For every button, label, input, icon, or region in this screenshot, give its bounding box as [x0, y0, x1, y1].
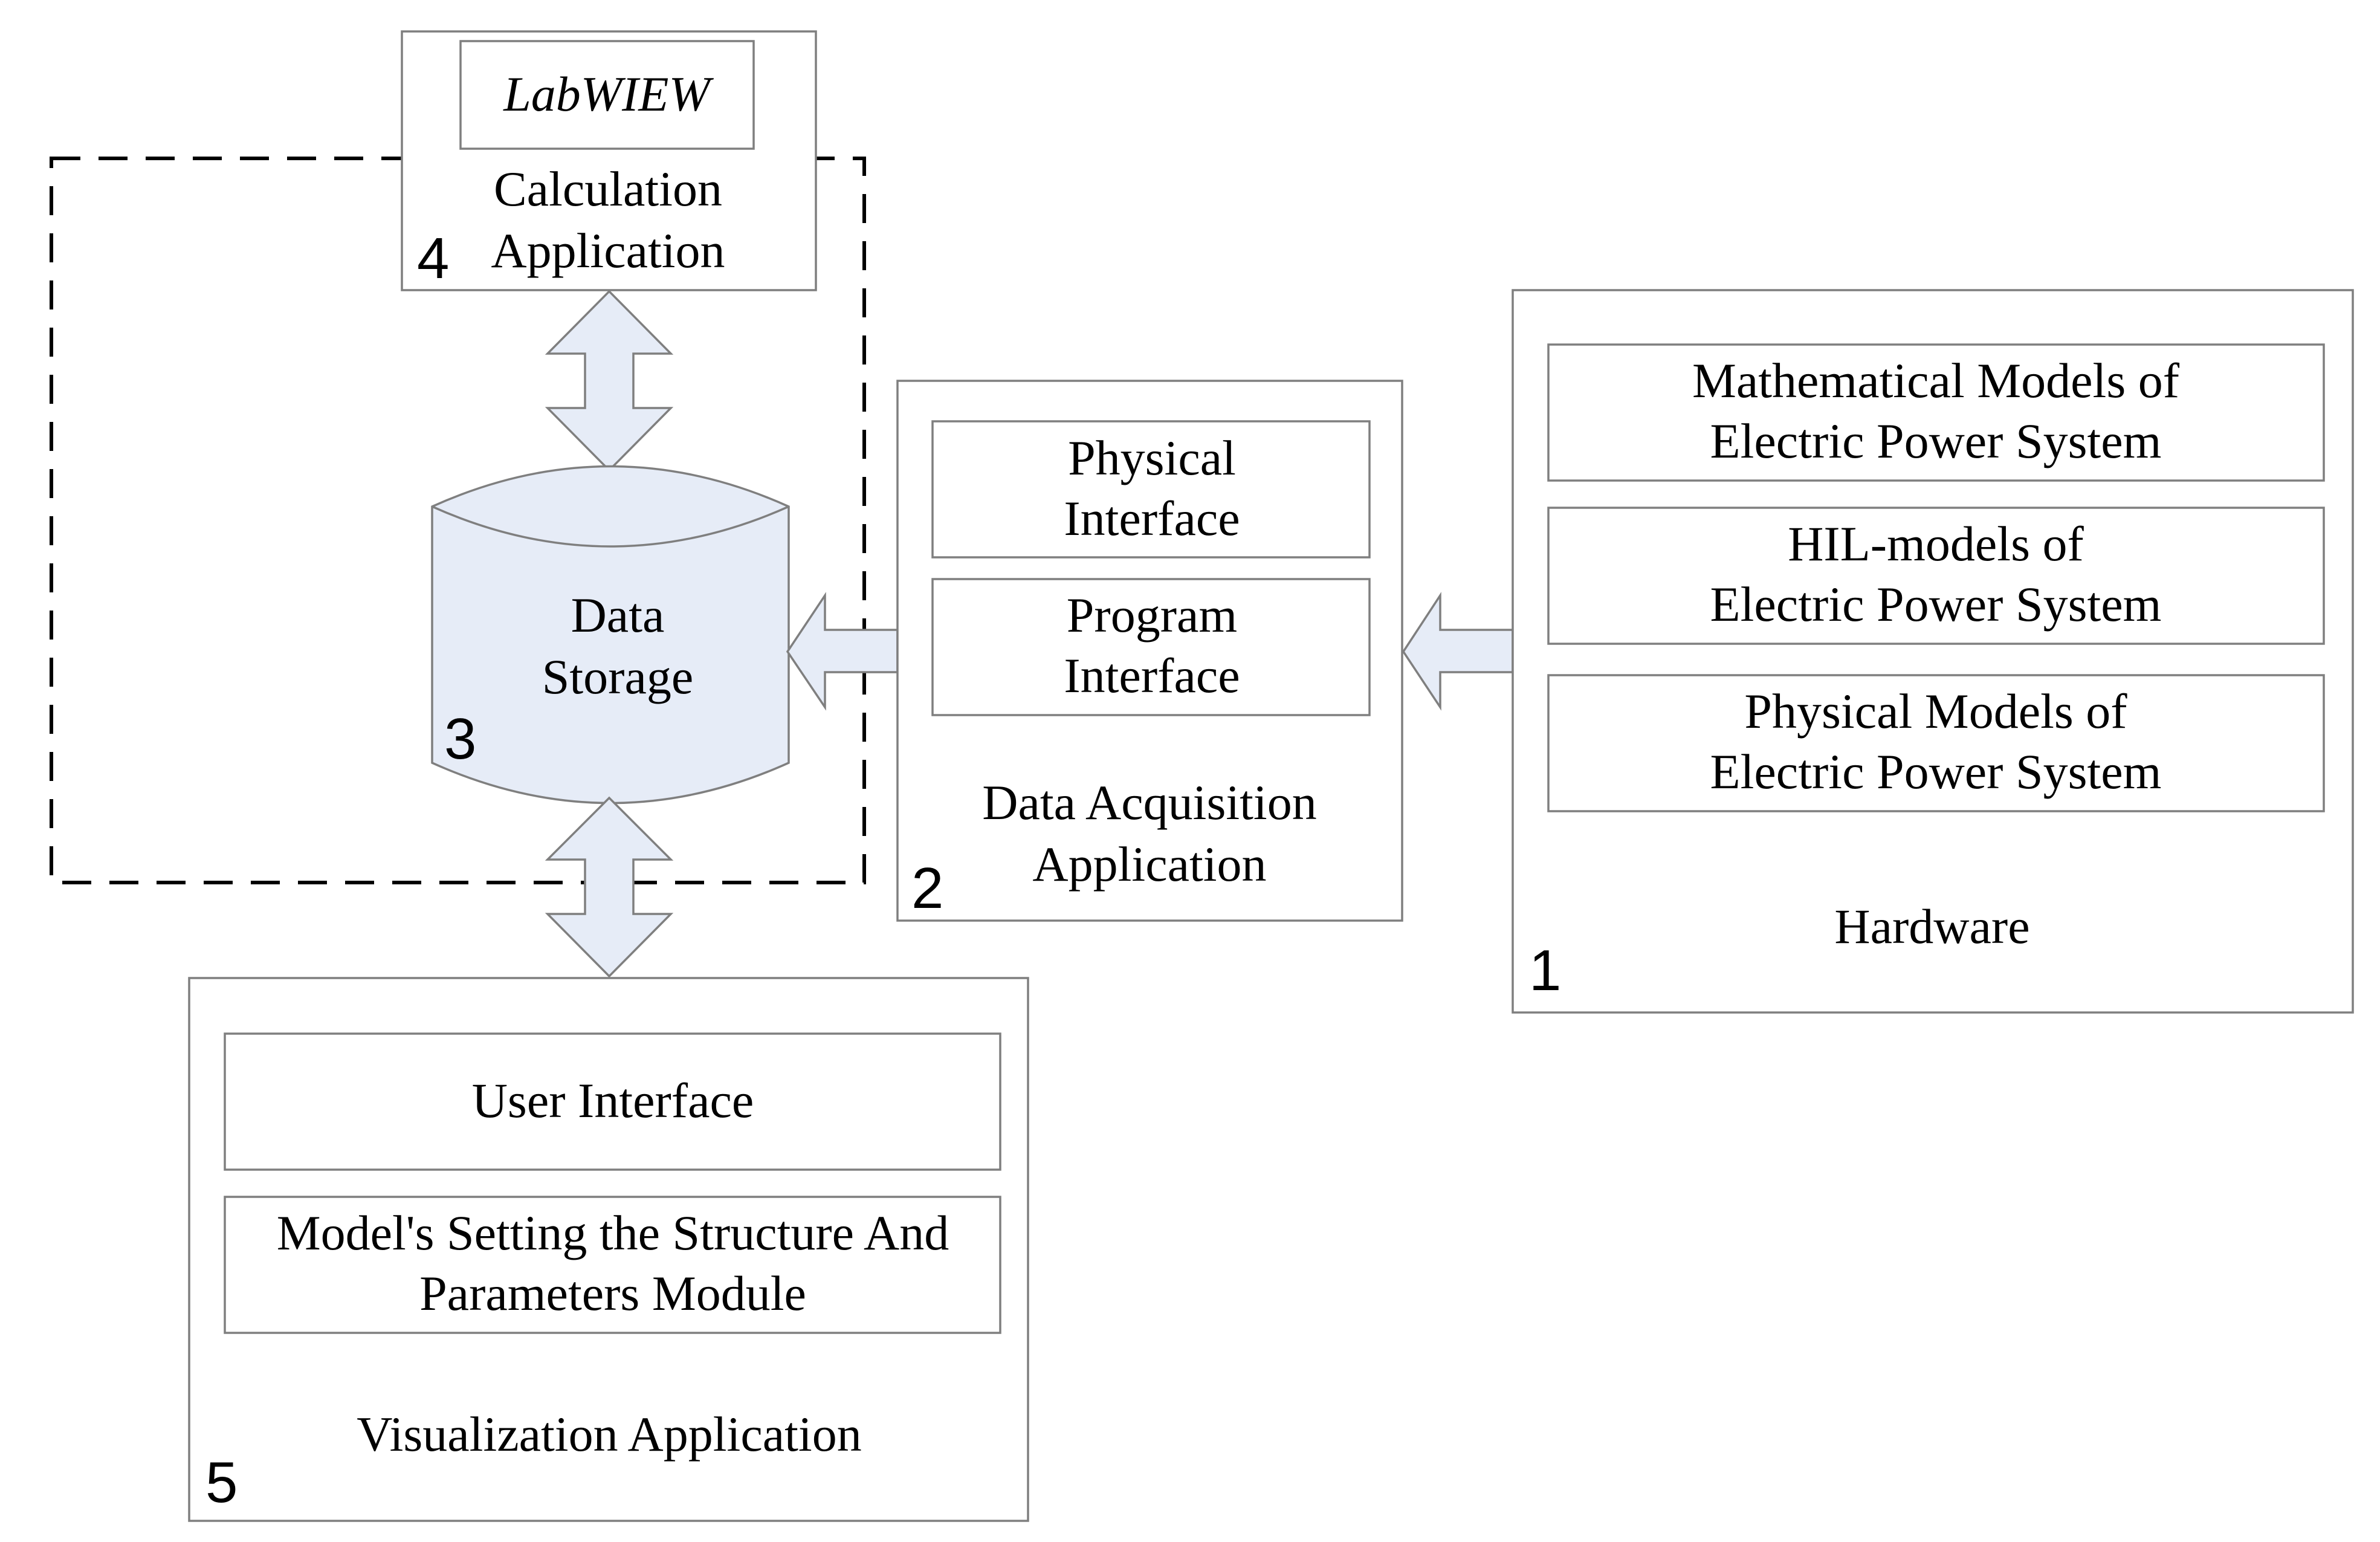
- data-acquisition-number: 2: [911, 856, 943, 921]
- hil-models-line1: HIL-models of: [1788, 516, 2084, 571]
- physical-models-line2: Electric Power System: [1710, 744, 2162, 799]
- data-storage-cylinder: [431, 465, 790, 805]
- program-interface-line2: Interface: [1064, 648, 1240, 703]
- data-acquisition-title-line1: Data Acquisition: [982, 775, 1316, 830]
- physical-models-box: [1547, 674, 2325, 812]
- hardware-number: 1: [1529, 938, 1561, 1003]
- model-setting-module-line2: Parameters Module: [419, 1266, 806, 1321]
- data-acquisition-block: Physical Interface Program Interface Dat…: [896, 380, 1403, 922]
- mathematical-models-box: [1547, 343, 2325, 482]
- hil-models-box: [1547, 507, 2325, 645]
- user-interface-label: User Interface: [472, 1073, 754, 1128]
- data-storage-number: 3: [444, 707, 476, 771]
- physical-interface-line2: Interface: [1064, 491, 1240, 546]
- mathematical-models-line2: Electric Power System: [1710, 413, 2162, 468]
- model-setting-module-box: [224, 1196, 1001, 1334]
- physical-models-line1: Physical Models of: [1744, 684, 2127, 739]
- visualization-application-block: User Interface Model's Setting the Struc…: [188, 977, 1029, 1522]
- double-arrow-storage-visualization: [545, 796, 674, 978]
- labwiew-box: [459, 40, 755, 150]
- physical-interface-box: [931, 420, 1371, 559]
- mathematical-models-line1: Mathematical Models of: [1692, 353, 2180, 408]
- data-storage-block: Data Storage 3: [431, 465, 790, 805]
- model-setting-module-line1: Model's Setting the Structure And: [277, 1205, 949, 1260]
- data-storage-cylinder-top: [432, 505, 789, 548]
- double-arrow-calculation-storage: [545, 290, 674, 472]
- program-interface-line1: Program: [1067, 588, 1237, 643]
- calculation-label-line1: Calculation: [494, 161, 722, 216]
- hil-models-line2: Electric Power System: [1710, 577, 2162, 632]
- data-acquisition-title-line2: Application: [1032, 837, 1266, 892]
- data-storage-label-line1: Data: [571, 588, 665, 643]
- calculation-label-line2: Application: [491, 223, 725, 278]
- hardware-block: Mathematical Models of Electric Power Sy…: [1512, 289, 2354, 1014]
- program-interface-box: [931, 578, 1371, 716]
- calculation-application-block: LabWIEW Calculation Application 4: [401, 30, 817, 291]
- user-interface-box: [224, 1032, 1001, 1171]
- hardware-title: Hardware: [1834, 899, 2029, 954]
- visualization-title: Visualization Application: [357, 1407, 861, 1462]
- calculation-number: 4: [417, 226, 449, 291]
- arrow-hardware-to-acquisition: [1402, 592, 1514, 711]
- visualization-number: 5: [205, 1450, 238, 1515]
- physical-interface-line1: Physical: [1068, 430, 1236, 485]
- labwiew-label: LabWIEW: [503, 66, 714, 121]
- arrow-acquisition-to-storage: [786, 592, 899, 711]
- data-storage-label-line2: Storage: [542, 649, 693, 704]
